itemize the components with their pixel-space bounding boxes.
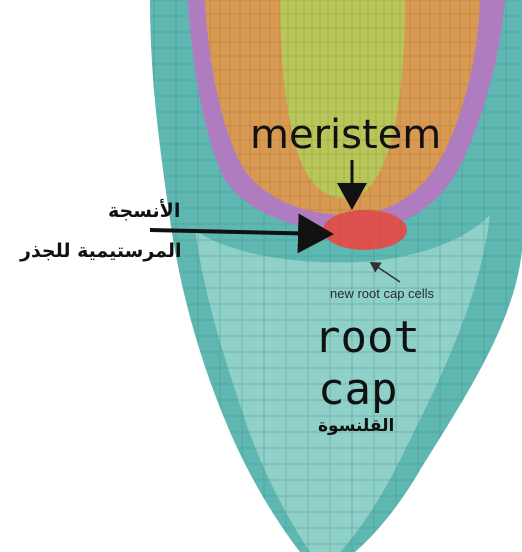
meristem-label: meristem: [250, 112, 441, 158]
root-label: root: [314, 316, 420, 360]
root-cap-arabic-label: القلنسوة: [318, 416, 394, 436]
meristem-arabic-label-line1: الأنسجة: [108, 200, 180, 222]
meristem-arabic-label-line2: المرستيمية للجذر: [20, 240, 182, 262]
new-root-cap-cells-label: new root cap cells: [330, 286, 434, 301]
cap-label: cap: [318, 368, 397, 412]
